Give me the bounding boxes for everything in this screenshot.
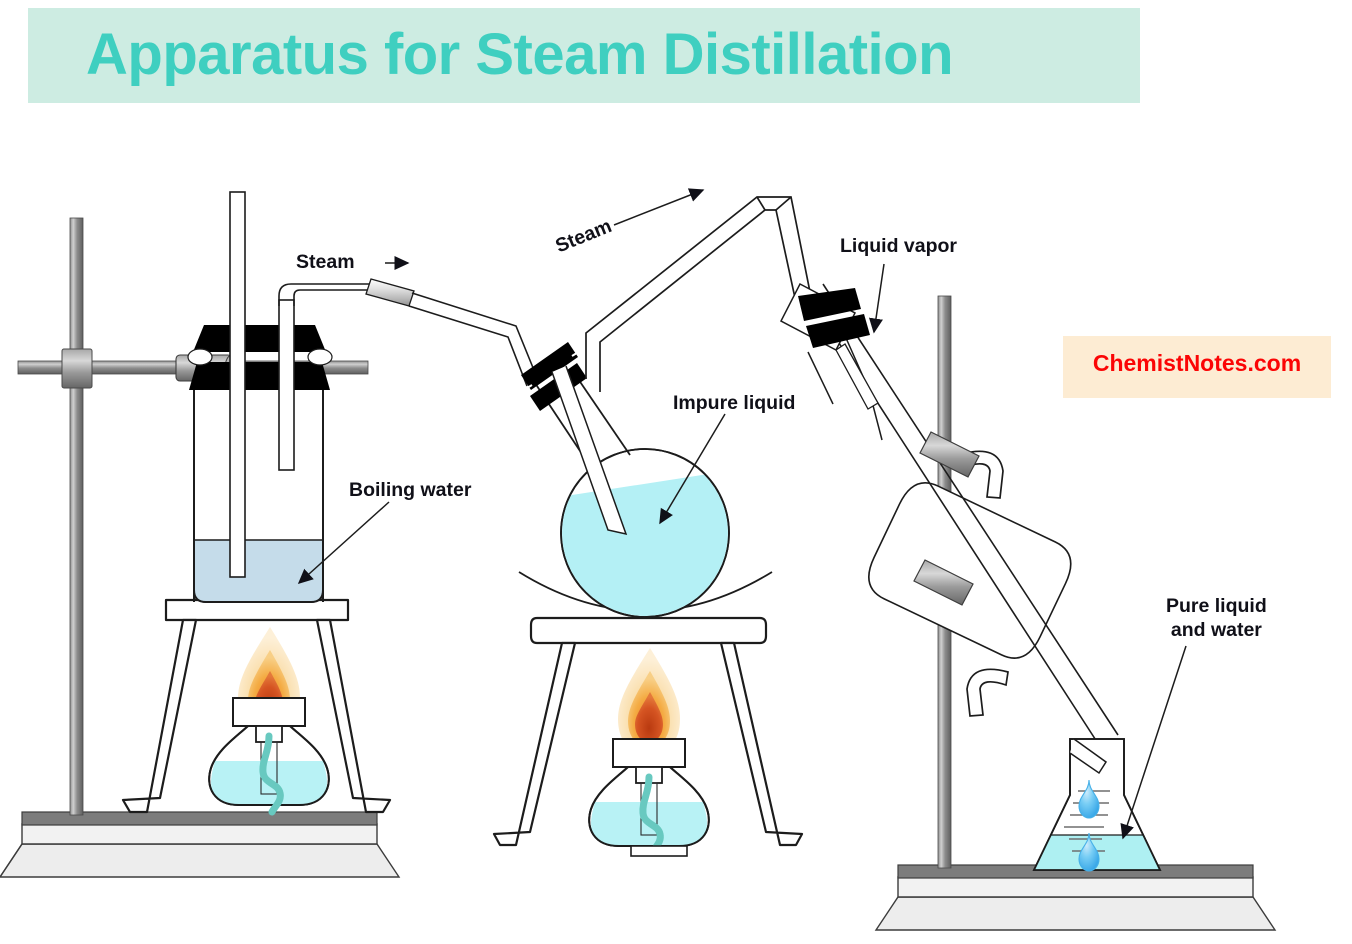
title-banner [28,8,1140,103]
tripod-left [121,598,392,814]
retort-stand-right-base [874,864,1277,931]
condenser-clamp-upper [919,431,980,478]
steam-top-arrow-line [613,188,705,226]
watermark-banner [1063,336,1331,398]
steam-generator-flask [193,371,324,603]
boiling-water-leader [297,501,390,585]
steam-inlet-tube-flask [551,365,628,536]
condenser-clamp-lower [913,559,974,606]
ground-glass-joint-condenser [798,288,870,348]
watermark-text: ChemistNotes.com [1092,350,1302,376]
tripod-middle [492,616,804,847]
label-liquid-vapor: Liquid vapor [840,235,957,257]
retort-stand-left-rod [69,217,84,816]
droplet-lower [1078,832,1100,872]
connecting-tube-top [585,196,811,392]
steam-delivery-tube [278,278,539,387]
label-leaders [297,188,1187,840]
retort-stand-left-base [0,811,401,878]
liquid-vapor-leader [868,263,885,334]
label-pure-liquid-line2: and water [1170,619,1262,641]
receiving-flask [1032,738,1162,872]
condenser-water-inlet [966,668,1009,717]
droplet-upper [1078,779,1100,819]
spirit-lamp-left [208,627,330,816]
page-title: Apparatus for Steam Distillation [86,22,954,87]
steam-exit-tube-left [278,299,295,471]
label-steam-left: Steam [296,251,355,273]
label-boiling-water: Boiling water [349,479,472,501]
impure-liquid-leader [659,413,726,525]
rubber-stopper-left [187,325,333,390]
label-pure-liquid: Pure liquid and water [1166,594,1267,642]
boiling-water-fill [194,540,323,602]
label-pure-liquid-line1: Pure liquid [1166,595,1267,617]
spirit-lamp-middle [588,648,710,857]
safety-tube-left [229,191,246,578]
label-impure-liquid: Impure liquid [673,392,796,414]
pure-liquid-leader [1120,645,1187,840]
